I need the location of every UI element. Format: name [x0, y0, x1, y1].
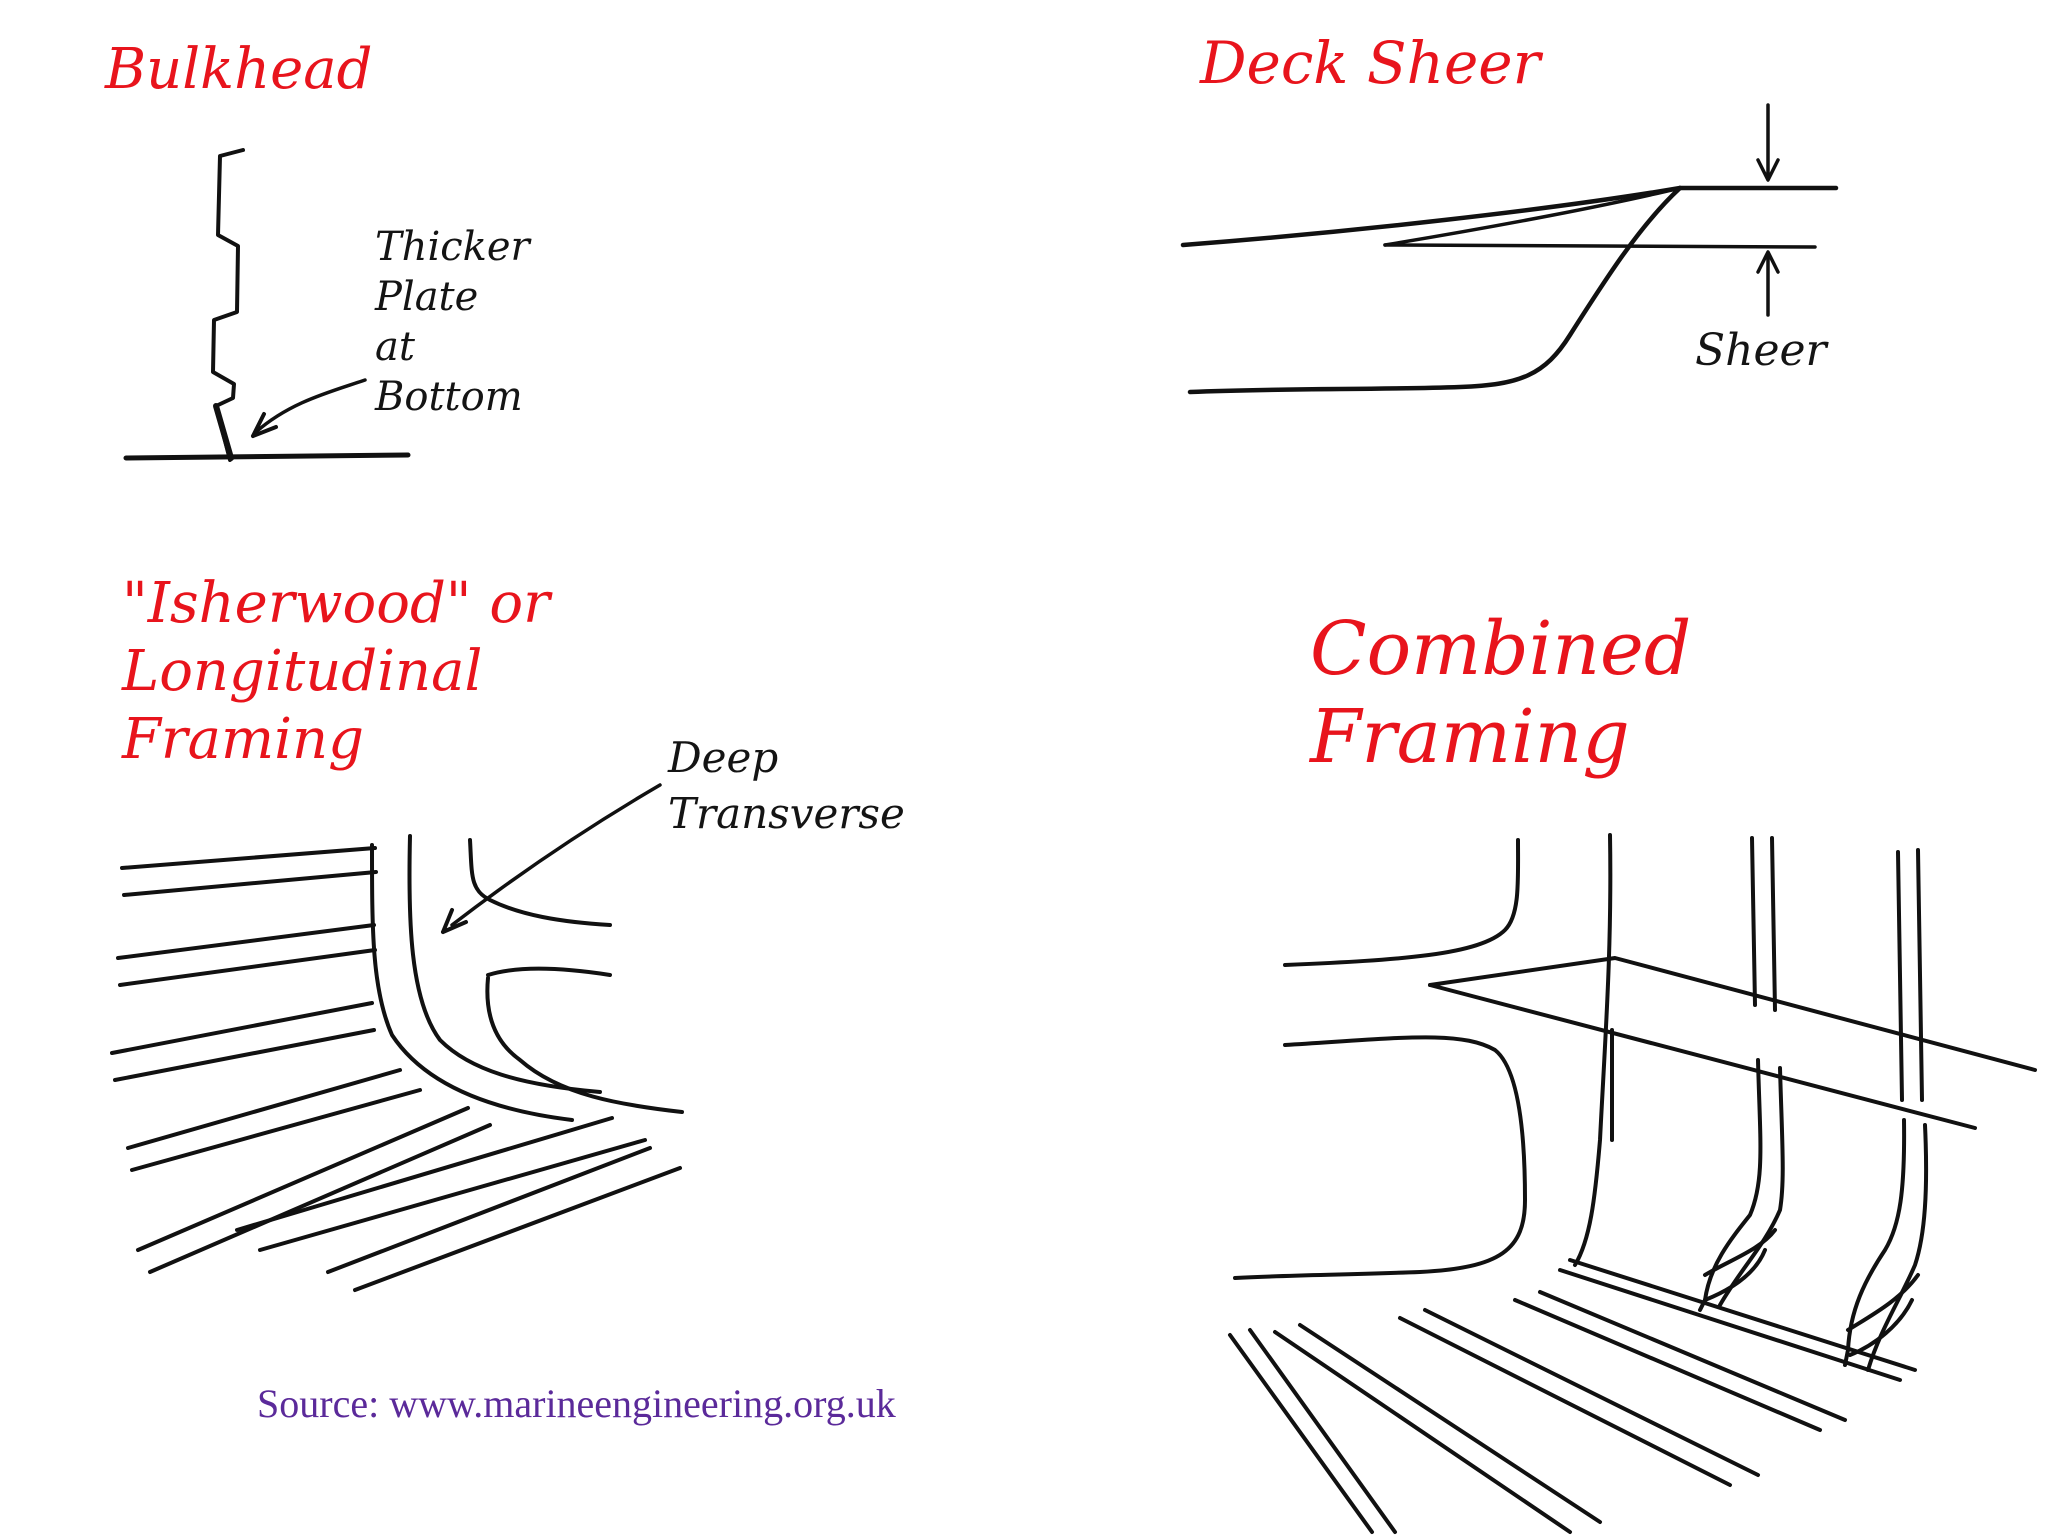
combined-stiffener-2c — [1843, 1118, 1907, 1367]
combined-stiffener-1b — [1770, 836, 1777, 1012]
combined-longitudinal-1b — [1248, 1328, 1397, 1534]
longitudinal-4b — [130, 1088, 422, 1172]
longitudinal-1a — [120, 846, 377, 870]
deck-sheer-title: Deck Sheer — [1200, 29, 1541, 97]
sheer-deck-line — [1180, 185, 1683, 248]
combined-frame-inner — [1233, 1035, 1527, 1280]
combined-framing-title: Combined Framing — [1310, 606, 1692, 780]
sheer-deck-upper-edge — [1383, 186, 1682, 247]
combined-frame-right-edge — [1573, 833, 1613, 1267]
combined-stiffener-2b — [1916, 848, 1924, 1102]
sheer-top-arrow — [1756, 103, 1780, 182]
combined-bracket-2 — [1846, 1273, 1920, 1357]
combined-longitudinal-4b — [1538, 1290, 1847, 1422]
deep-transverse-inner — [407, 834, 602, 1094]
combined-bracket-1 — [1703, 1228, 1777, 1302]
longitudinal-3b — [113, 1028, 376, 1082]
source-credit: Source: www.marineengineering.org.uk — [257, 1381, 896, 1426]
combined-stiffener-2d — [1866, 1123, 1929, 1372]
bulkhead-base-line — [123, 452, 411, 461]
deep-transverse-lower-flange — [486, 966, 612, 977]
longitudinal-6b — [258, 1138, 647, 1252]
longitudinal-1b — [122, 870, 378, 897]
deck-sheer-drawing — [1180, 103, 1839, 395]
sheer-reference-line — [1383, 243, 1817, 249]
thicker-plate-label: Thicker Plate at Bottom — [375, 224, 530, 420]
combined-longitudinal-5a — [1558, 1268, 1902, 1382]
sheer-stem-line — [1187, 185, 1683, 395]
combined-longitudinal-1a — [1228, 1333, 1374, 1534]
bulkhead-leader-arrow — [254, 378, 367, 434]
bulkhead-plate-thick — [213, 403, 234, 461]
combined-stiffener-2a — [1896, 850, 1904, 1102]
combined-deck-beam-bottom — [1428, 983, 1977, 1130]
longitudinal-framing-title: "Isherwood" or Longitudinal Framing — [122, 571, 550, 772]
combined-longitudinal-3b — [1423, 1308, 1760, 1477]
combined-stiffener-1c — [1698, 1058, 1763, 1312]
longitudinal-3a — [110, 1001, 374, 1055]
combined-frame-outer — [1283, 838, 1521, 967]
combined-framing-drawing — [1228, 833, 2037, 1534]
longitudinal-5b — [148, 1123, 492, 1274]
sheer-bottom-arrow — [1756, 250, 1780, 317]
deep-transverse-knee — [485, 976, 684, 1114]
bulkhead-arrowhead — [251, 412, 278, 438]
longitudinal-5a — [136, 1106, 470, 1252]
combined-stiffener-1a — [1750, 836, 1757, 1007]
longitudinal-4a — [126, 1068, 402, 1150]
deep-transverse-upper-flange — [468, 838, 612, 927]
combined-longitudinal-2a — [1273, 1330, 1572, 1534]
longitudinal-framing-drawing — [110, 783, 684, 1292]
combined-deck-beam-top — [1428, 956, 2037, 1072]
combined-longitudinal-2b — [1298, 1323, 1602, 1524]
deep-transverse-outer — [370, 843, 574, 1122]
bulkhead-drawing — [123, 148, 411, 462]
sheer-label: Sheer — [1695, 325, 1827, 376]
bulkhead-title: Bulkhead — [105, 37, 373, 102]
longitudinal-7a — [326, 1146, 652, 1274]
deep-transverse-arrowhead — [441, 908, 468, 934]
combined-longitudinal-5b — [1568, 1258, 1917, 1372]
longitudinal-6a — [235, 1116, 614, 1232]
combined-longitudinal-3a — [1398, 1316, 1732, 1487]
longitudinal-2b — [118, 948, 377, 987]
deep-transverse-label: Deep Transverse — [668, 733, 905, 838]
longitudinal-7b — [353, 1166, 682, 1292]
combined-longitudinal-4a — [1513, 1298, 1822, 1432]
deep-transverse-leader — [450, 783, 662, 927]
longitudinal-2a — [116, 923, 376, 960]
combined-stiffener-1d — [1718, 1066, 1785, 1307]
